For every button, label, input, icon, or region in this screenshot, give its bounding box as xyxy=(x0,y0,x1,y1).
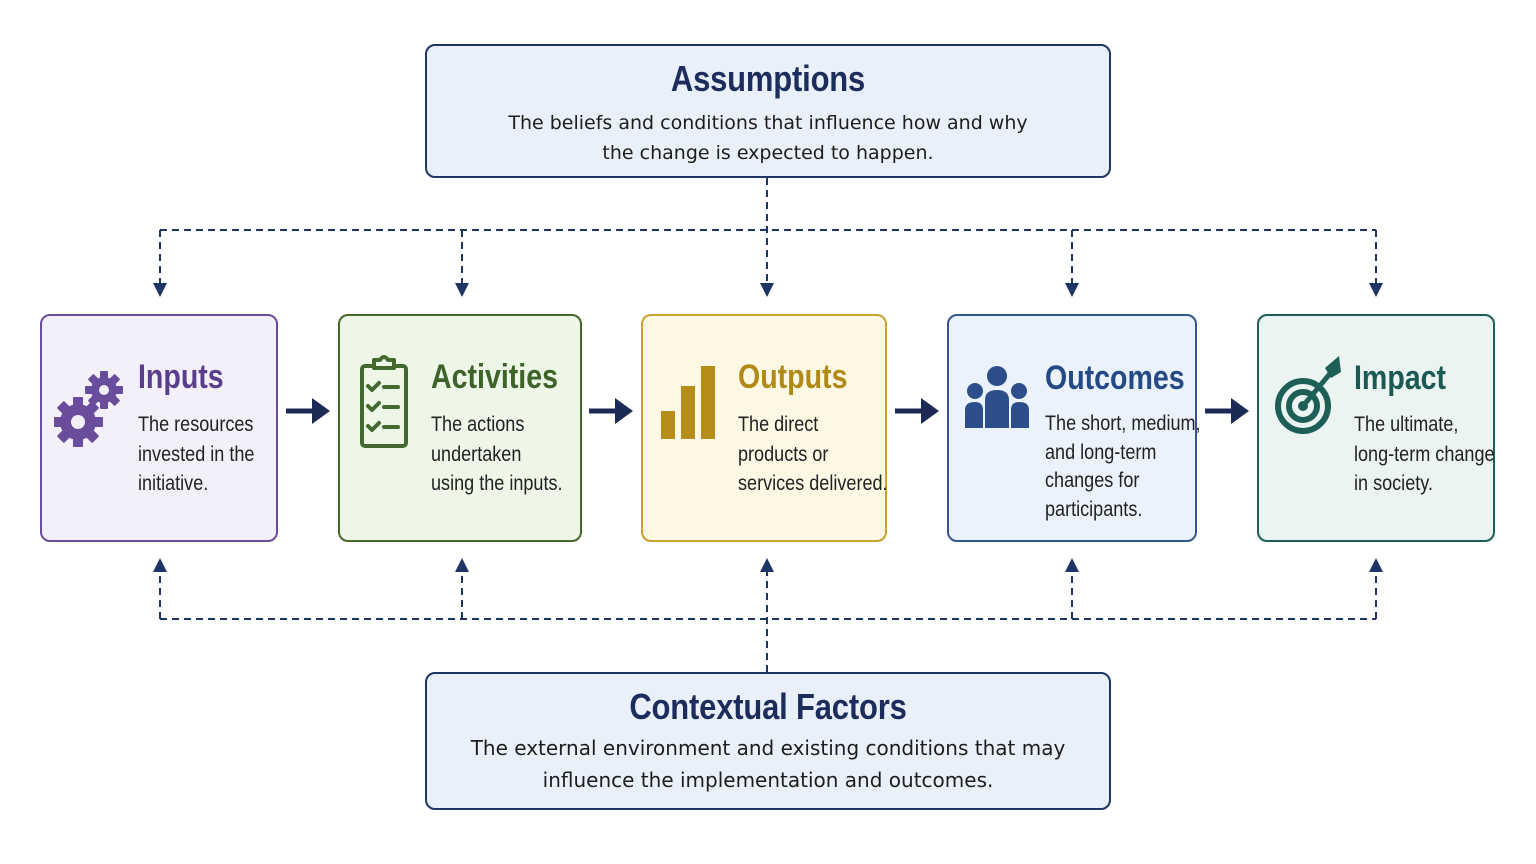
arrow-activities-to-outputs xyxy=(589,398,633,424)
arrow-outcomes-to-impact xyxy=(1205,398,1249,424)
arrowhead-down-inputs xyxy=(153,283,167,297)
context-dashed-connectors xyxy=(159,571,1377,672)
arrow-outputs-to-outcomes xyxy=(895,398,939,424)
stage-card-outcomes: Outcomes The short, medium, and long-ter… xyxy=(947,314,1201,542)
arrowhead-up-inputs xyxy=(153,558,167,572)
arrowhead-up-impact xyxy=(1369,558,1383,572)
arrowhead-down-activities xyxy=(455,283,469,297)
stage-description-inputs: The resources invested in the initiative… xyxy=(138,410,254,499)
stage-description-impact: The ultimate, long-term change in societ… xyxy=(1354,410,1495,499)
arrowhead-down-outputs xyxy=(760,283,774,297)
assumptions-description: The beliefs and conditions that influenc… xyxy=(508,112,1028,164)
contextual-factors-description: The external environment and existing co… xyxy=(470,736,1066,792)
stage-description-line: participants. xyxy=(1045,498,1143,522)
stage-description-outputs: The direct products or services delivere… xyxy=(738,410,888,499)
stage-description-line: The resources xyxy=(138,413,254,436)
assumptions-dashed-connectors xyxy=(159,178,1377,284)
stage-description-line: and long-term xyxy=(1045,440,1157,464)
stage-description-activities: The actions undertaken using the inputs. xyxy=(431,410,563,499)
stage-title-inputs: Inputs xyxy=(138,358,224,396)
arrow-inputs-to-activities xyxy=(286,398,330,424)
target-arrow-icon xyxy=(1275,356,1341,434)
arrowhead-up-activities xyxy=(455,558,469,572)
stage-description-line: initiative. xyxy=(138,472,209,495)
gears-icon xyxy=(54,371,123,447)
contextual-factors-title: Contextual Factors xyxy=(629,686,907,727)
stage-description-line: products or xyxy=(738,442,829,466)
stage-title-outputs: Outputs xyxy=(738,358,848,396)
contextual-factors-box: Contextual Factors The external environm… xyxy=(425,672,1111,810)
stage-description-line: long-term change xyxy=(1354,442,1495,466)
arrowhead-up-outputs xyxy=(760,558,774,572)
stage-card-impact: Impact The ultimate, long-term change in… xyxy=(1257,314,1495,542)
stage-description-line: changes for xyxy=(1045,469,1140,493)
stage-card-activities: Activities The actions undertaken using … xyxy=(338,314,582,542)
stage-description-line: The short, medium, xyxy=(1045,412,1201,435)
assumptions-title: Assumptions xyxy=(670,58,866,99)
stage-title-activities: Activities xyxy=(431,358,558,396)
stage-title-outcomes: Outcomes xyxy=(1045,359,1185,397)
stage-description-line: services delivered. xyxy=(738,472,888,495)
stage-description-outcomes: The short, medium, and long-term changes… xyxy=(1045,410,1201,525)
stage-description-line: The direct xyxy=(738,413,819,436)
assumptions-box: Assumptions The beliefs and conditions t… xyxy=(425,44,1111,178)
stage-title-impact: Impact xyxy=(1354,359,1447,397)
context-arrowheads xyxy=(153,558,1383,572)
arrowhead-down-outcomes xyxy=(1065,283,1079,297)
stage-description-line: invested in the xyxy=(138,442,255,466)
stage-description-line: undertaken xyxy=(431,442,522,466)
stage-description-line: The actions xyxy=(431,413,525,436)
bar-chart-icon xyxy=(661,366,715,439)
arrowhead-up-outcomes xyxy=(1065,558,1079,572)
flow-arrows xyxy=(286,398,1249,424)
assumptions-arrowheads xyxy=(153,283,1383,297)
stage-description-line: in society. xyxy=(1354,472,1433,495)
stage-description-line: The ultimate, xyxy=(1354,413,1459,436)
stage-description-line: using the inputs. xyxy=(431,472,563,495)
stage-card-outputs: Outputs The direct products or services … xyxy=(641,314,888,542)
people-group-icon xyxy=(965,366,1029,428)
clipboard-checklist-icon xyxy=(360,355,408,448)
stage-card-inputs: Inputs The resources invested in the ini… xyxy=(40,314,278,542)
arrowhead-down-impact xyxy=(1369,283,1383,297)
